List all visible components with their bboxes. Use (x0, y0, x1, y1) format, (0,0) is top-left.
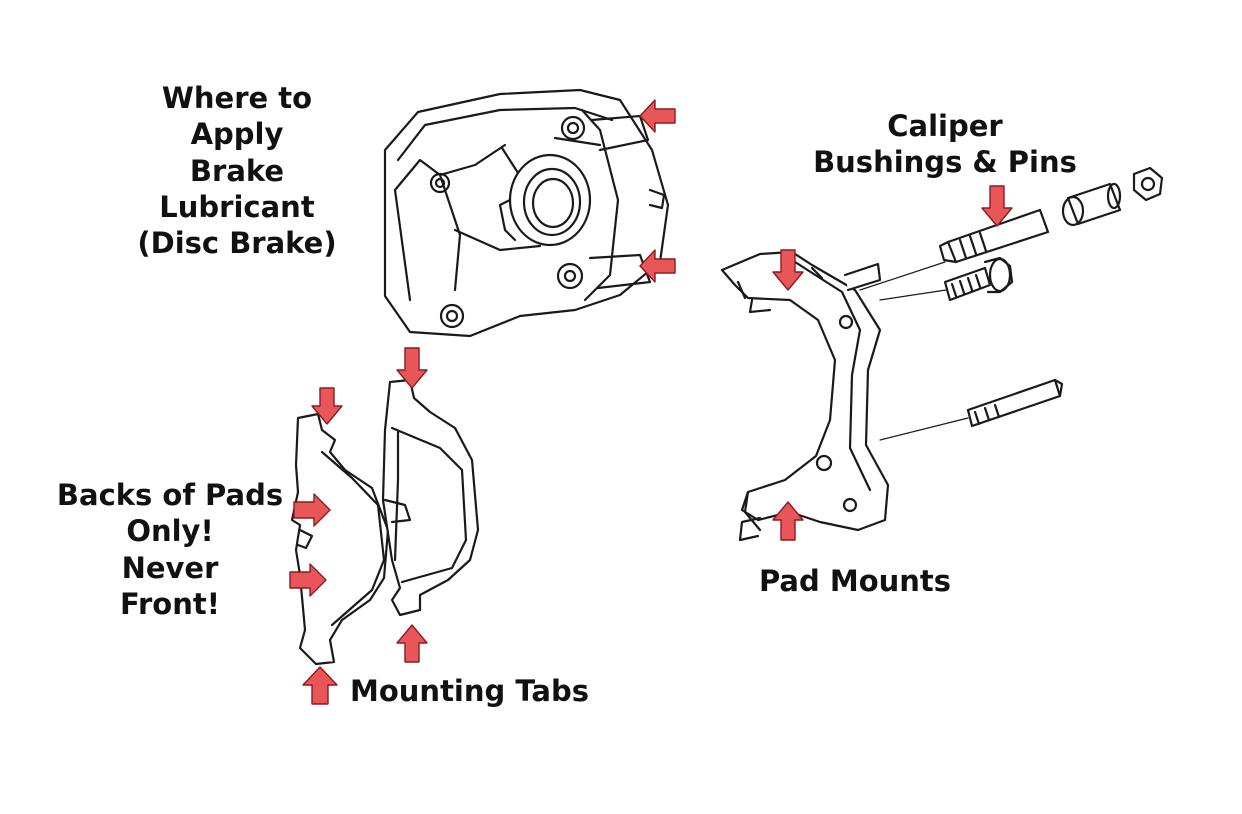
arrow-pad-back-lower (289, 563, 327, 597)
caliper-bracket (720, 250, 890, 542)
arrow-bracket-bottom (772, 501, 804, 541)
arrow-inner-pad-top (311, 387, 343, 425)
label-mounting-tabs: Mounting Tabs (350, 674, 590, 708)
label-where-to-apply: Where to Apply Brake Lubricant (Disc Bra… (112, 80, 362, 261)
label-pad-mounts: Pad Mounts (758, 564, 952, 598)
inner-brake-pad (290, 412, 390, 666)
arrow-caliper-pin (981, 185, 1013, 227)
caliper-body (383, 88, 670, 338)
arrow-bracket-top (772, 249, 804, 291)
arrow-outer-pad-bottom (396, 624, 428, 663)
arrow-outer-pad-top (396, 347, 428, 389)
arrow-caliper-lower (639, 249, 676, 283)
outer-brake-pad (381, 378, 480, 617)
label-caliper-bushings-pins: Caliper Bushings & Pins (805, 108, 1085, 181)
label-line: Front! (120, 586, 220, 621)
label-line: Apply (190, 117, 284, 152)
label-line: Lubricant (159, 189, 315, 224)
label-line: Backs of Pads (56, 478, 284, 512)
label-line: Only! (126, 514, 214, 549)
arrow-caliper-upper (639, 99, 676, 133)
arrow-pad-back-upper (293, 493, 331, 527)
label-line: Never (121, 550, 219, 585)
caliper-pins-and-bolts (843, 166, 1164, 441)
label-line: Bushings & Pins (813, 145, 1077, 180)
arrow-inner-pad-bottom (302, 666, 338, 705)
label-line: Caliper (887, 109, 1003, 143)
label-backs-of-pads: Backs of Pads Only! Never Front! (40, 477, 300, 622)
label-line: (Disc Brake) (137, 226, 337, 260)
label-line: Where to (161, 81, 313, 115)
label-line: Brake (189, 153, 285, 188)
